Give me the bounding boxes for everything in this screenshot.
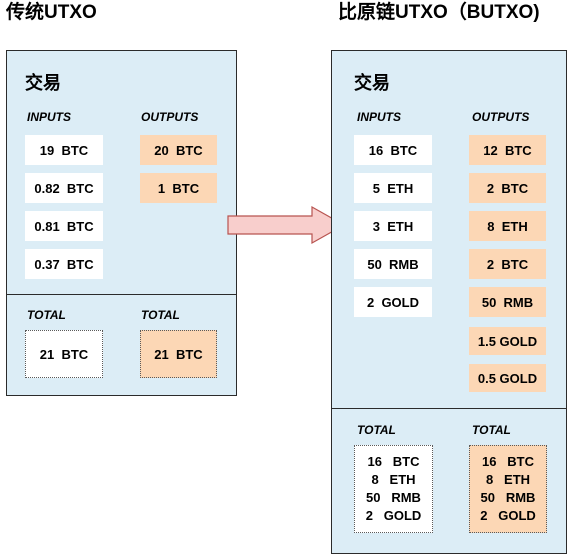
right-inputs-label: INPUTS [357, 110, 402, 124]
right-total-out-line: 2 GOLD [480, 508, 536, 523]
left-tx-title: 交易 [25, 73, 61, 93]
right-transaction-panel: 交易 INPUTS OUTPUTS 16 BTC 5 ETH 3 ETH 50 … [331, 50, 567, 554]
right-total-divider [332, 408, 566, 409]
right-input-2: 5 ETH [354, 173, 432, 203]
right-total-out: 16 BTC 8 ETH 50 RMB 2 GOLD [469, 445, 547, 533]
right-total-in-line: 50 RMB [366, 490, 421, 505]
right-total-out-line: 8 ETH [485, 472, 531, 487]
right-tx-title: 交易 [354, 73, 390, 93]
right-total-in-line: 16 BTC [367, 454, 420, 469]
left-input-2: 0.82 BTC [25, 173, 103, 203]
right-arrow-icon [227, 205, 346, 245]
right-total-out-line: 16 BTC [481, 454, 534, 469]
left-total-out: 21 BTC [140, 330, 217, 378]
right-output-7: 0.5 GOLD [469, 364, 546, 392]
left-total-in: 21 BTC [25, 330, 103, 378]
right-output-3: 8 ETH [469, 211, 546, 241]
right-outputs-label: OUTPUTS [472, 110, 530, 124]
right-heading: 比原链UTXO（BUTXO) [338, 2, 540, 23]
left-input-3: 0.81 BTC [25, 211, 103, 241]
left-inputs-label: INPUTS [27, 110, 72, 124]
left-total-divider [7, 294, 236, 295]
right-total-out-line: 50 RMB [480, 490, 536, 505]
right-output-6: 1.5 GOLD [469, 327, 546, 355]
right-total-out-label: TOTAL [472, 423, 511, 437]
right-total-in-line: 2 GOLD [365, 508, 422, 523]
left-output-1: 20 BTC [140, 135, 217, 165]
left-input-1: 19 BTC [25, 135, 103, 165]
left-total-out-label: TOTAL [141, 308, 180, 322]
right-input-5: 2 GOLD [354, 287, 432, 317]
right-output-1: 12 BTC [469, 135, 546, 165]
left-output-2: 1 BTC [140, 173, 217, 203]
right-output-5: 50 RMB [469, 287, 546, 317]
right-input-4: 50 RMB [354, 249, 432, 279]
right-total-in-label: TOTAL [357, 423, 396, 437]
left-transaction-panel: 交易 INPUTS OUTPUTS 19 BTC 0.82 BTC 0.81 B… [6, 50, 237, 396]
right-input-3: 3 ETH [354, 211, 432, 241]
left-outputs-label: OUTPUTS [141, 110, 199, 124]
right-output-2: 2 BTC [469, 173, 546, 203]
right-output-4: 2 BTC [469, 249, 546, 279]
left-heading: 传统UTXO [6, 2, 97, 23]
left-input-4: 0.37 BTC [25, 249, 103, 279]
right-total-in: 16 BTC 8 ETH 50 RMB 2 GOLD [354, 445, 433, 533]
right-total-in-line: 8 ETH [371, 472, 416, 487]
right-input-1: 16 BTC [354, 135, 432, 165]
left-total-in-label: TOTAL [27, 308, 66, 322]
